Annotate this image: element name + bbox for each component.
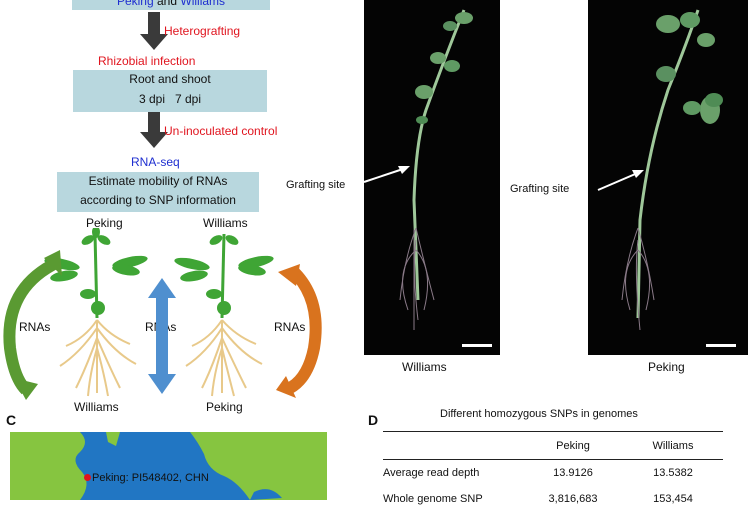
peking-plant-photo (621, 9, 736, 347)
williams-label: Williams (180, 0, 226, 8)
row-williams: 153,454 (653, 493, 693, 505)
label-rnas-left: RNAs (19, 320, 51, 334)
marker-label: Peking: PI548402, CHN (92, 472, 209, 484)
table-row-partial: Whole genome SNP 3,816,683 153,454 (383, 486, 723, 512)
photo-label-williams: Williams (402, 360, 447, 374)
grafting-arrows (363, 166, 644, 191)
williams-plant-photo (399, 9, 492, 347)
down-arrow-1 (140, 12, 168, 50)
top-box: Peking and Williams (72, 0, 270, 10)
root-shoot-box: Root and shoot 3 dpi 7 dpi (73, 70, 267, 112)
peking-label: Peking (116, 0, 154, 8)
row-label: Whole genome SNP (383, 493, 483, 505)
photo-williams (364, 0, 500, 355)
orange-curved-arrow (286, 265, 322, 394)
green-curved-arrow (3, 256, 61, 395)
header-williams: Williams (652, 440, 694, 452)
row-williams: 13.5382 (653, 467, 693, 479)
down-arrow-2 (140, 110, 168, 148)
mobility-line-2: according to SNP information (80, 193, 236, 207)
step-control: Un-inoculated control (164, 124, 278, 138)
dpi-line: 3 dpi 7 dpi (138, 92, 202, 106)
plant-diagram (3, 228, 322, 400)
and-label: and (157, 0, 178, 8)
photo-peking (588, 0, 748, 355)
table-top-rule (383, 431, 723, 432)
label-peking-top: Peking (86, 216, 123, 230)
label-rnas-right: RNAs (274, 320, 306, 334)
row-label: Average read depth (383, 467, 480, 479)
step-rhizobial-infection: Rhizobial infection (98, 54, 196, 68)
mobility-box: Estimate mobility of RNAs according to S… (57, 172, 259, 212)
panel-d-letter: D (368, 412, 379, 428)
row-peking: 13.9126 (553, 467, 593, 479)
panel-c-letter: C (6, 412, 17, 428)
grafting-site-label-left: Grafting site (286, 179, 346, 191)
flow-arrows (140, 12, 168, 148)
step-rna-seq: RNA-seq (131, 155, 180, 169)
row-peking: 3,816,683 (548, 493, 598, 505)
label-williams-top: Williams (203, 216, 248, 230)
root-shoot-line: Root and shoot (129, 72, 211, 86)
world-map (10, 432, 327, 500)
table-title: Different homozygous SNPs in genomes (440, 408, 638, 420)
snp-table: Peking Williams Average read depth 13.91… (383, 433, 723, 512)
left-plant-illustration (44, 228, 148, 397)
scale-bar (706, 344, 736, 347)
header-blank (383, 433, 523, 460)
table-row: Average read depth 13.9126 13.5382 (383, 459, 723, 487)
photo-label-peking: Peking (648, 360, 685, 374)
label-peking-bottom: Peking (206, 400, 243, 414)
header-peking: Peking (556, 440, 590, 452)
step-heterografting: Heterografting (164, 24, 241, 38)
blue-double-arrow (156, 294, 168, 380)
scale-bar (462, 344, 492, 347)
label-williams-bottom: Williams (74, 400, 119, 414)
grafting-site-label-right: Grafting site (510, 183, 570, 195)
mobility-line-1: Estimate mobility of RNAs (88, 174, 228, 188)
location-marker-icon (84, 474, 91, 481)
table-header-row: Peking Williams (383, 433, 723, 460)
right-plant-illustration (174, 233, 274, 397)
